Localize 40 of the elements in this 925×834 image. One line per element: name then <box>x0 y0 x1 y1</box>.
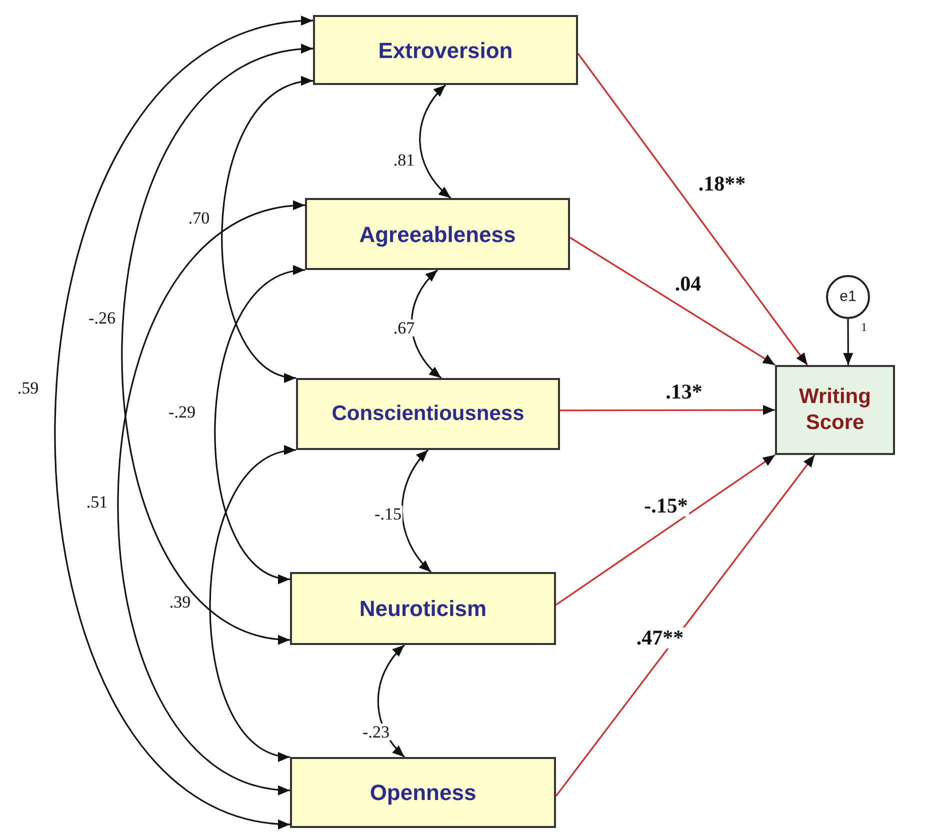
node-label: Agreeableness <box>359 220 516 249</box>
edge-label: -.26 <box>88 310 116 326</box>
path-arrow <box>577 53 808 366</box>
variable-box <box>296 378 560 450</box>
covariance-arrow <box>214 268 306 582</box>
edge-label: -.15 <box>374 506 402 522</box>
edge-label: .67 <box>392 320 416 336</box>
node-label: Extroversion <box>378 36 513 64</box>
covariance-arrow <box>221 78 314 380</box>
edge-label: -.29 <box>168 404 196 420</box>
covariance-arrow <box>121 46 314 642</box>
node-label: Neuroticism <box>359 595 487 623</box>
variable-box <box>313 15 578 85</box>
edge-label: .59 <box>16 380 40 396</box>
edge-label: .70 <box>187 210 211 226</box>
edge-label: .47** <box>635 628 685 648</box>
arrow <box>843 319 854 365</box>
edge-label: .81 <box>392 152 416 168</box>
variable-box <box>290 757 556 828</box>
variable-box <box>290 572 556 645</box>
edge-label: .51 <box>85 494 109 510</box>
variable-box <box>305 198 570 270</box>
node-label: Openness <box>370 779 476 807</box>
node-label: Writing Score <box>798 384 872 436</box>
edge-label: -.23 <box>362 724 390 740</box>
edge-label: 1 <box>860 321 868 333</box>
covariance-arrow <box>117 202 306 793</box>
node-label: e1 <box>840 286 856 307</box>
node-label: Conscientiousness <box>332 401 524 428</box>
edge-label: .39 <box>168 594 192 610</box>
covariance-arrow <box>401 449 432 573</box>
covariance-arrow <box>419 84 452 199</box>
edge-label: -.15* <box>643 496 689 516</box>
path-arrow <box>556 454 776 606</box>
path-arrow <box>555 454 816 797</box>
covariance-arrow <box>410 269 442 379</box>
path-arrow <box>570 236 776 366</box>
path-arrow <box>560 405 775 416</box>
covariance-arrow <box>209 448 296 759</box>
outcome-box <box>775 365 895 455</box>
